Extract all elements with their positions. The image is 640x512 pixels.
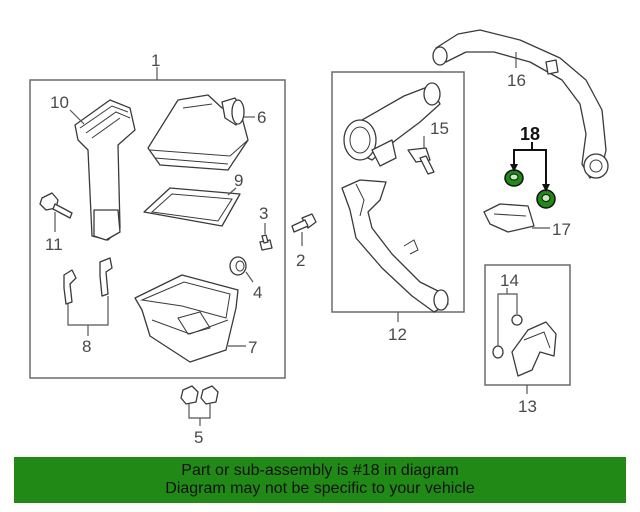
part-15-sensor [407, 147, 435, 175]
banner-line-2: Diagram may not be specific to your vehi… [165, 480, 475, 497]
callout-9: 9 [234, 171, 243, 190]
callout-16: 16 [507, 71, 526, 90]
part-12-intake-tube [341, 82, 449, 313]
part-4-grommet [229, 256, 247, 276]
part-11-bolt [39, 192, 73, 219]
callout-6: 6 [257, 108, 266, 127]
callout-13: 13 [518, 397, 537, 416]
callout-5: 5 [194, 428, 203, 447]
callout-11: 11 [45, 235, 63, 254]
part-13-shield [511, 321, 557, 377]
part-17-bracket [483, 203, 535, 233]
callout-1: 1 [151, 51, 160, 70]
callout-14: 14 [500, 271, 519, 290]
part-9-filter [143, 187, 241, 227]
callout-2: 2 [296, 251, 305, 270]
part-14-grommets [492, 314, 523, 359]
part-5-nuts [180, 385, 219, 405]
callout-3: 3 [259, 204, 268, 223]
info-banner: Part or sub-assembly is #18 in diagram D… [14, 457, 626, 503]
callout-4: 4 [253, 283, 262, 302]
callout-8: 8 [82, 337, 91, 356]
callout-10: 10 [50, 93, 69, 112]
part-6-cover [147, 94, 249, 171]
part-3-bolt [259, 234, 273, 251]
callout-18: 18 [520, 124, 540, 144]
part-7-lower-housing [134, 274, 239, 363]
callout-17: 17 [552, 220, 571, 239]
parts-diagram: 1 10 11 6 9 3 4 [29, 29, 609, 447]
callout-12: 12 [388, 325, 407, 344]
part-8-clips [63, 257, 113, 305]
callout-7: 7 [248, 338, 257, 357]
banner-line-1: Part or sub-assembly is #18 in diagram [181, 462, 459, 479]
callout-15: 15 [430, 119, 449, 138]
part-10-inlet-duct [74, 99, 136, 241]
part-16-hose [432, 29, 609, 179]
part-2-bolt [291, 213, 317, 233]
